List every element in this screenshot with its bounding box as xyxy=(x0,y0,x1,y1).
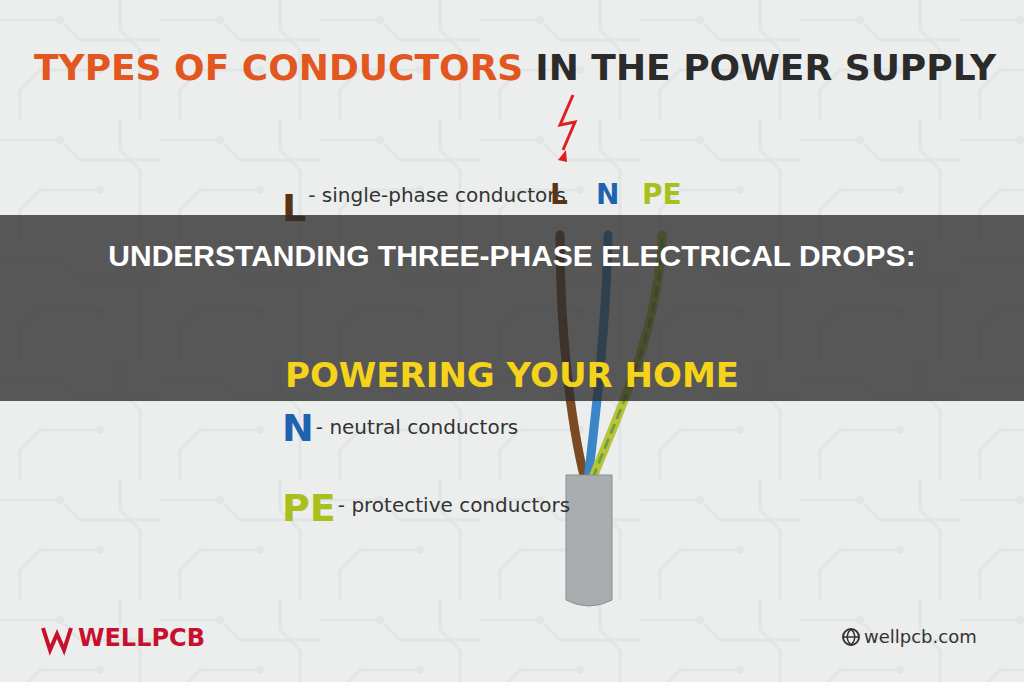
logo-icon xyxy=(43,628,71,650)
conductor-description: - neutral conductors xyxy=(316,416,518,438)
band-subheading: POWERING YOUR HOME xyxy=(285,355,739,395)
band-heading: UNDERSTANDING THREE-PHASE ELECTRICAL DRO… xyxy=(108,239,915,273)
conductor-letter: PE xyxy=(282,488,336,530)
lightning-symbol xyxy=(560,95,575,150)
conductor-letter: N xyxy=(282,408,314,450)
cable-sheath xyxy=(566,475,612,606)
title-band: UNDERSTANDING THREE-PHASE ELECTRICAL DRO… xyxy=(0,215,1024,401)
conductor-description: - protective conductors xyxy=(338,494,570,516)
website-url: wellpcb.com xyxy=(864,627,977,647)
wire-letter: PE xyxy=(642,180,682,211)
title-part: IN THE POWER SUPPLY xyxy=(535,48,996,88)
logo-text: WELLPCB xyxy=(78,625,205,651)
wire-letter: L xyxy=(550,180,568,211)
title-part: TYPES OF CONDUCTORS xyxy=(34,48,523,88)
globe-icon xyxy=(843,629,859,645)
wire-letter: N xyxy=(596,180,619,211)
conductor-description: - single-phase conductors xyxy=(308,184,566,206)
